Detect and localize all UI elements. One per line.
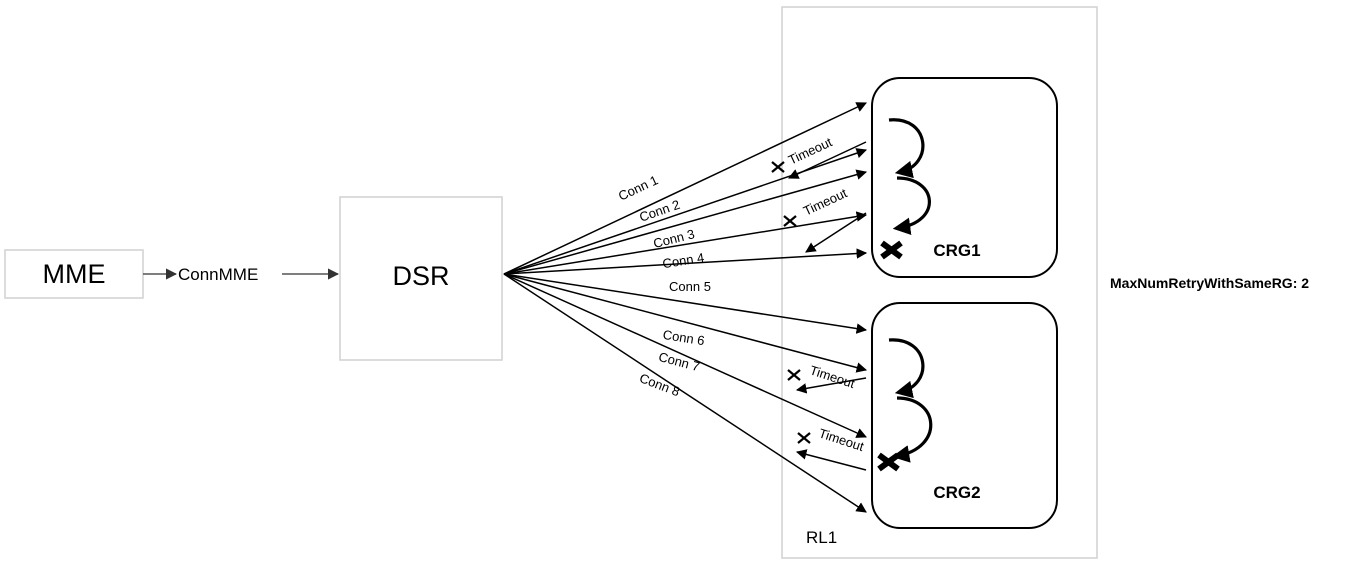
crg2-retry-curve-2 <box>891 396 933 463</box>
crg1-box <box>871 77 1058 278</box>
rl1-label: RL1 <box>806 528 837 547</box>
conn-mme-label: ConnMME <box>178 265 258 284</box>
dsr-label: DSR <box>392 261 449 291</box>
connection-line-conn5 <box>503 248 868 275</box>
mme-box <box>4 249 144 299</box>
conn-label-conn8: Conn 8 <box>637 370 682 399</box>
timeout-return-crg1-b <box>805 212 867 253</box>
crg2-label: CRG2 <box>933 483 980 502</box>
crg1-blocked-x-icon <box>880 240 903 260</box>
timeout-marker-crg2-b <box>797 432 811 444</box>
timeout-marker-crg1-b <box>783 215 797 227</box>
conn-label-conn4: Conn 4 <box>661 250 705 271</box>
conn-label-conn5: Conn 5 <box>669 279 711 294</box>
dsr-box <box>339 196 503 361</box>
connection-line-conn7 <box>503 273 868 373</box>
connection-line-conn4 <box>503 211 868 275</box>
conn-label-conn6: Conn 6 <box>662 327 706 348</box>
timeout-return-crg2-b <box>795 449 867 471</box>
crg1-label: CRG1 <box>933 241 980 260</box>
timeout-marker-crg1-a <box>771 161 785 173</box>
crg2-blocked-x-icon <box>877 452 900 472</box>
timeout-marker-crg2-a <box>787 369 801 381</box>
crg2-retry-curve-1 <box>888 338 925 399</box>
crg2-box <box>871 302 1058 529</box>
connection-line-conn8a <box>503 273 867 438</box>
connection-line-conn8b <box>503 273 867 513</box>
crg1-retry-curve-2 <box>892 176 931 236</box>
mme-label: MME <box>43 259 106 289</box>
conn-label-conn1: Conn 1 <box>616 172 660 203</box>
connection-line-conn1 <box>503 102 867 275</box>
max-retry-note: MaxNumRetryWithSameRG: 2 <box>1110 275 1309 291</box>
connection-line-conn6 <box>503 273 868 334</box>
timeout-return-crg1-a <box>788 141 867 179</box>
connection-line-conn3 <box>503 169 868 275</box>
crg1-retry-curve-1 <box>888 118 925 179</box>
timeout-return-crg2-a <box>795 377 867 394</box>
